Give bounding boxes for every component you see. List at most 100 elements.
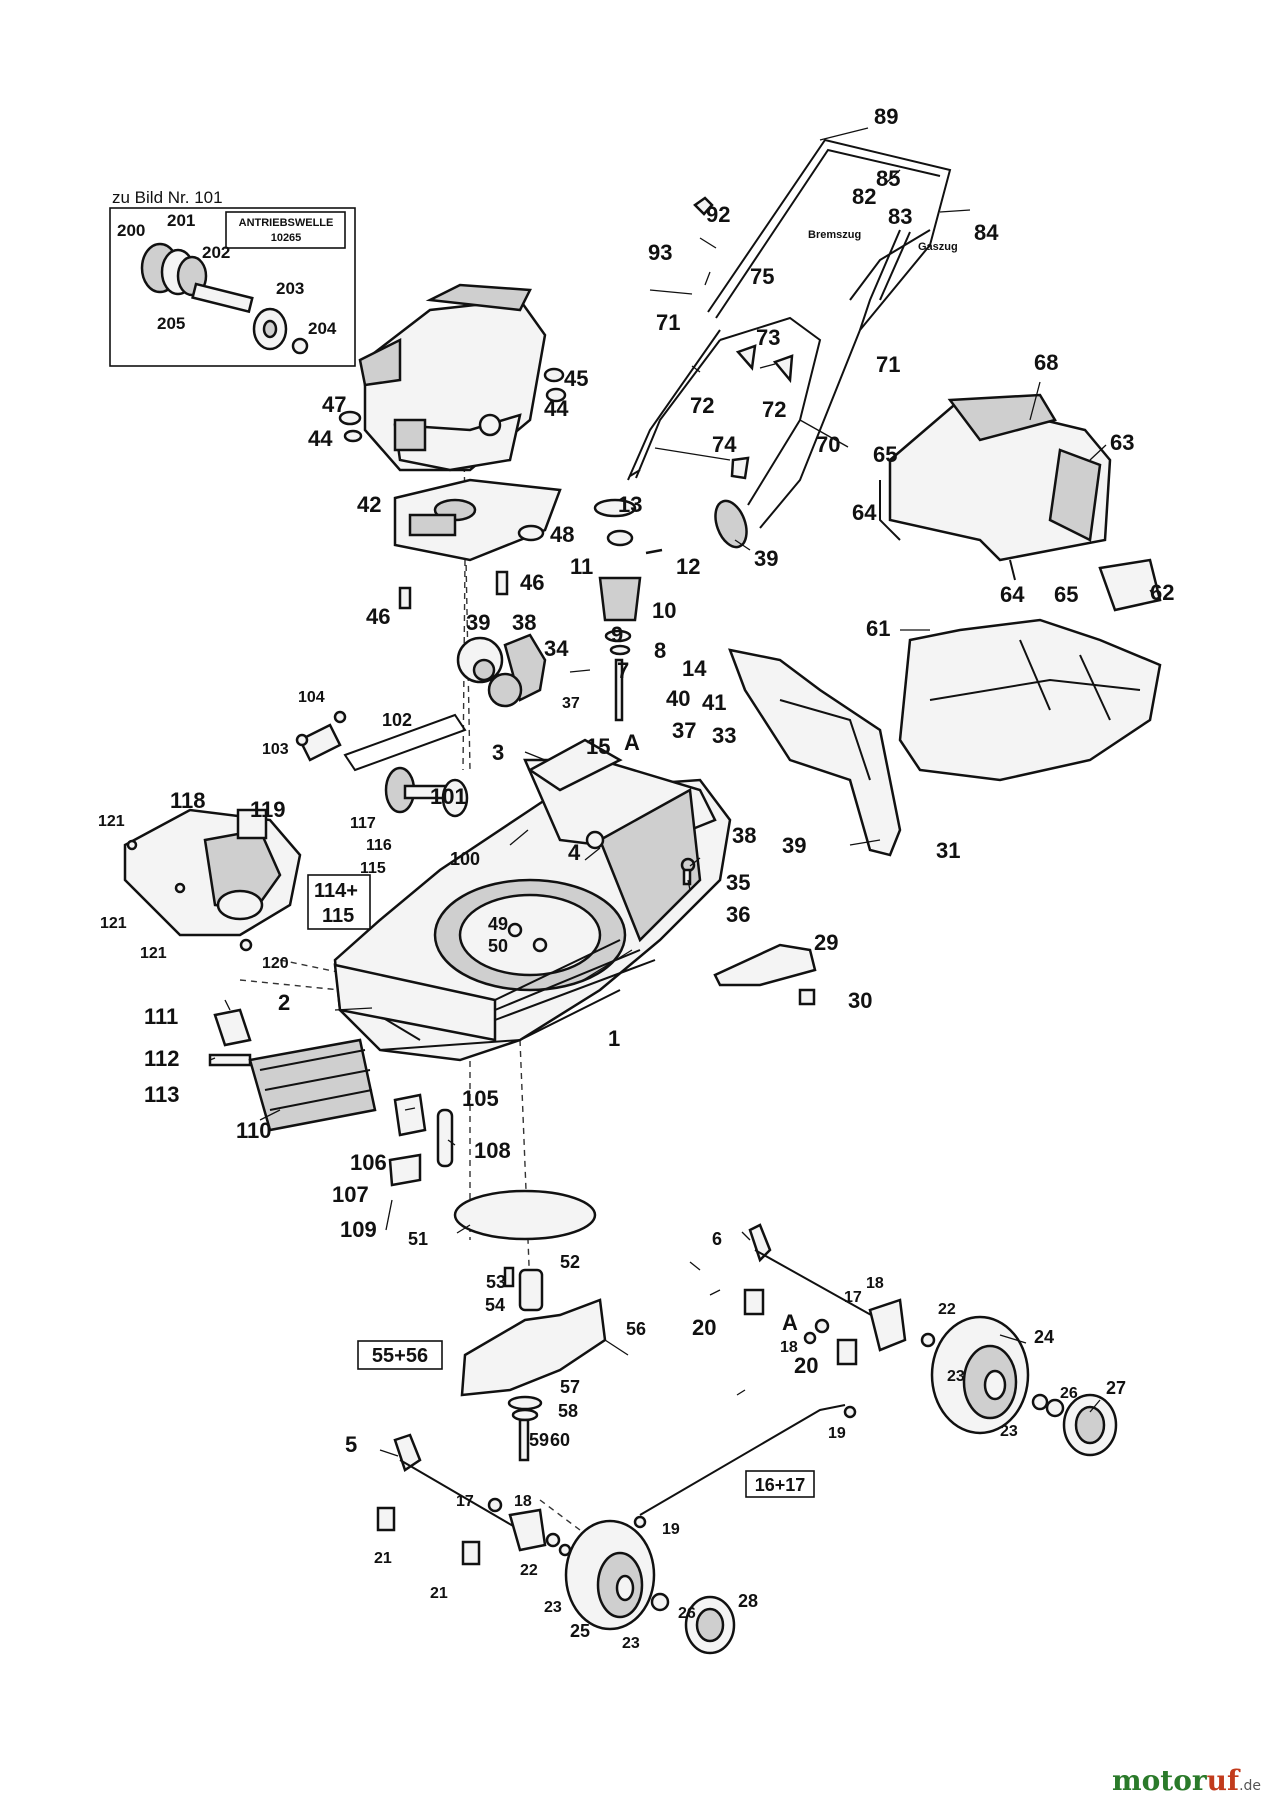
callout-23: 23 [947,1368,965,1385]
callout-22: 22 [938,1301,956,1318]
callout-26: 26 [1060,1385,1078,1402]
callout-46: 46 [366,604,390,629]
callout-18: 18 [780,1339,798,1356]
callout-30: 30 [848,988,872,1013]
callout-19: 19 [662,1521,680,1538]
callout-85: 85 [876,166,900,191]
callout-103: 103 [262,741,289,758]
inset-label-201: 201 [167,211,195,230]
callout-44: 44 [308,426,333,451]
inset-label-203: 203 [276,279,304,298]
callout-64: 64 [1000,582,1025,607]
callout-112: 112 [144,1046,180,1071]
front-axle-drawing [376,1433,736,1655]
callout-51: 51 [408,1229,428,1249]
callout-40: 40 [666,686,690,711]
callout-45: 45 [564,366,588,391]
inset-box-line2: 10265 [271,232,302,244]
callout-41: 41 [702,690,726,715]
inset-label-202: 202 [202,243,230,262]
callout-120: 120 [262,955,289,972]
rear-flap-drawing [728,648,902,857]
callout-61: 61 [866,616,890,641]
handle-knob [714,499,748,549]
callout-92: 92 [706,202,730,227]
callout-68: 68 [1034,350,1058,375]
callout-58: 58 [558,1401,578,1421]
callout-50: 50 [488,936,508,956]
callout-11: 11 [570,554,593,579]
callout-14: 14 [682,656,707,681]
inset-detail: zu Bild Nr. 101 ANTRIEBSWELLE 10265 200 … [109,188,356,367]
callout-72: 72 [690,393,714,418]
callout-8: 8 [654,638,666,663]
group-label-114: 114+ [314,880,358,902]
callout-107: 107 [332,1182,369,1207]
catcher-clip-drawing [1098,558,1162,612]
callout-118: 118 [170,788,206,813]
callout-18: 18 [514,1493,532,1510]
callout-20: 20 [794,1353,818,1378]
group-label-55-56: 55+56 [372,1345,428,1367]
callout-22: 22 [520,1562,538,1579]
scarifier-drawing [208,1008,454,1187]
callout-111: 111 [144,1004,178,1029]
cable-brake-label: Bremszug [808,229,861,241]
callout-37: 37 [672,718,696,743]
inset-frame [109,207,356,367]
deflector-drawing [713,943,817,1006]
callout-102: 102 [382,710,412,730]
callout-34: 34 [544,636,569,661]
callout-1: 1 [608,1026,620,1051]
callout-65: 65 [873,442,897,467]
callout-39: 39 [466,610,490,635]
callout-121: 121 [98,813,125,830]
callout-27: 27 [1106,1378,1126,1398]
callout-7: 7 [617,658,629,683]
callout-3: 3 [492,740,504,765]
callout-54: 54 [485,1295,505,1315]
callout-37: 37 [562,695,580,712]
callout-25: 25 [570,1621,590,1641]
group-box-114-115 [307,874,371,930]
callout-2: 2 [278,990,290,1015]
callout-60: 60 [550,1430,570,1450]
callout-71: 71 [876,352,900,377]
callout-83: 83 [888,204,912,229]
callout-23: 23 [544,1599,562,1616]
drive-shaft-drawing [140,242,309,355]
inset-label-205: 205 [157,314,185,333]
callout-13: 13 [618,492,642,517]
callout-63: 63 [1110,430,1134,455]
watermark: motoruf.de [1112,1764,1261,1797]
callout-121: 121 [140,945,167,962]
marker-a-bottom: A [782,1310,798,1335]
callout-56: 56 [626,1319,646,1339]
callout-35: 35 [726,870,750,895]
rear-cover-drawing [123,808,302,952]
callout-47: 47 [322,392,346,417]
callout-89: 89 [874,104,898,129]
push-rod-drawing [633,1404,857,1529]
callout-28: 28 [738,1591,758,1611]
deck-small-parts [507,830,696,953]
rear-axle-drawing [743,1223,1118,1457]
callout-113: 113 [144,1082,180,1107]
group-label-16-17: 16+17 [755,1475,806,1495]
watermark-part3: .de [1239,1778,1261,1794]
callout-31: 31 [936,838,960,863]
callout-49: 49 [488,914,508,934]
callout-110: 110 [236,1118,272,1143]
callout-52: 52 [560,1252,580,1272]
callout-75: 75 [750,264,774,289]
group-label-115: 115 [322,905,354,927]
callout-24: 24 [1034,1327,1054,1347]
catcher-base-drawing [898,618,1162,782]
callout-48: 48 [550,522,574,547]
callout-57: 57 [560,1377,580,1397]
callout-109: 109 [340,1217,377,1242]
group-box-16-17 [745,1470,815,1498]
leader-lines [209,127,1156,1457]
callout-4: 4 [568,840,581,865]
